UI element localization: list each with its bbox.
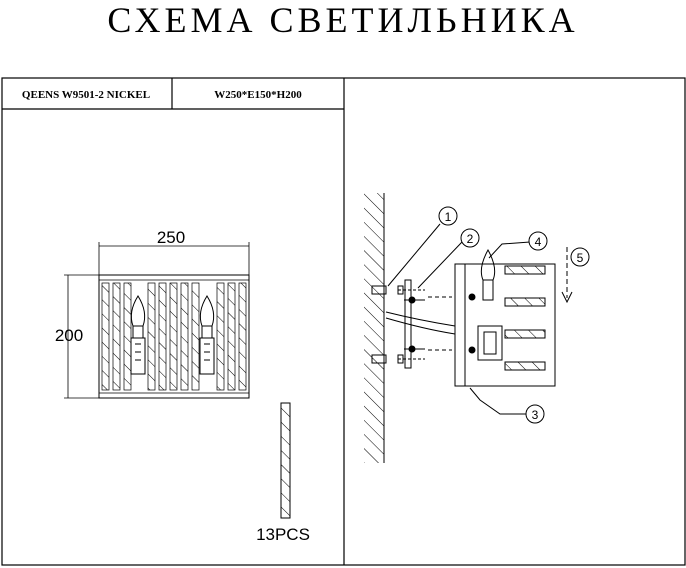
screws [397, 285, 425, 364]
rod-count-label: 13PCS [256, 525, 310, 544]
bulb-left [130, 295, 146, 375]
sheet-frame [1, 77, 686, 566]
callout-1-number: 1 [445, 210, 452, 224]
callout-3-number: 3 [532, 408, 539, 422]
diagram-title: СХЕМА СВЕТИЛЬНИКА [107, 0, 579, 40]
wall-anchors [371, 285, 387, 364]
callout-2 [417, 228, 480, 289]
height-label: 200 [55, 326, 83, 345]
lamp-body-outline [98, 274, 250, 399]
callout-4-number: 4 [535, 235, 542, 249]
assembly-arrows [428, 296, 452, 351]
callout-1 [387, 206, 458, 287]
bulb-right [199, 295, 215, 375]
installation-view [364, 193, 556, 463]
height-dimension [64, 274, 99, 399]
mounting-plate [404, 279, 412, 369]
callout-4 [488, 231, 548, 259]
callout-2-number: 2 [467, 232, 474, 246]
width-label: 250 [157, 228, 185, 247]
width-dimension [98, 242, 250, 275]
front-view: 250 200 [55, 228, 250, 399]
callout-5-number: 5 [577, 251, 584, 265]
dimensions-label: W250*E150*H200 [214, 89, 302, 101]
side-socket [477, 325, 503, 361]
glass-rods-front [101, 282, 247, 391]
model-label: QEENS W9501-2 NICKEL [22, 89, 150, 101]
wall [364, 193, 384, 463]
callout-3 [469, 387, 545, 424]
fixture-backplate [454, 263, 466, 387]
glass-rod-part [280, 402, 291, 519]
callout-5 [561, 247, 590, 304]
glass-rods-side [504, 265, 546, 371]
wires [385, 311, 456, 335]
